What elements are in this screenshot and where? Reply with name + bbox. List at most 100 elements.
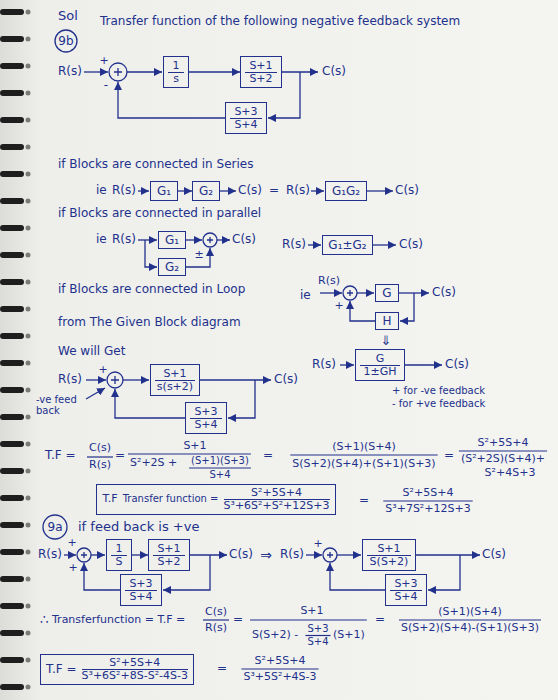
label-text: if Blocks are connected in Loop [58,283,245,297]
fraction-bar [250,619,367,620]
label-text: C(s) [89,442,111,455]
block-text: S+3 [190,406,222,419]
label-text: C(s) [432,286,456,300]
label-text: S(S+2)(S+4)+(S+1)(S+3) [292,458,435,471]
label-text: (S+1)(S+4) [438,606,502,619]
label-text: C(s) [399,238,423,252]
block-text: G₁ [157,184,171,198]
label-text: S²+5S+4 [403,487,454,500]
label-text: S+1 [300,605,323,618]
block-text: G₂ [199,184,213,198]
label-text: We will Get [58,345,125,359]
label-text: if Blocks are connected in parallel [58,207,261,221]
label-text: S+3 [307,623,328,635]
transfer-block: G₁ [150,181,178,201]
fraction-bar [305,635,330,636]
label-text: = [375,613,385,627]
block-text: S+3 [390,578,422,591]
label-text: C(s) [205,606,227,619]
block-text: G₁ [165,233,179,247]
circle-line [55,30,77,52]
label-text: R(s) [312,358,336,372]
label-text: S+4 [209,469,230,481]
fraction-bar [128,453,251,454]
label-text: + [67,537,76,550]
label-text: R(s) [280,548,304,562]
transfer-block: G₁±G₂ [322,235,373,255]
signal-arrow [178,190,192,191]
block-text: S+1 [367,543,411,556]
signal-arrow [189,71,240,72]
block-text: S²+5S+4 [82,657,188,670]
label-text: -ve feed back [36,394,86,417]
label-text: = [217,662,227,676]
transfer-block: S+3S+4 [225,102,267,134]
block-text: S³+6S²+8S-S²-4S-3 [82,670,188,682]
label-text: R(s) [112,233,136,247]
transfer-block: G₁ [158,231,186,249]
label-text: ⇓ [381,334,392,349]
label-text: R(s) [58,373,82,387]
label-text: ∴ [40,613,48,628]
fraction-bar [203,619,229,620]
label-text: = [269,184,279,198]
transfer-block: S+3S+4 [185,402,227,434]
label-text: R(s) [318,275,340,288]
signal-arrow [132,554,148,555]
label-text: C(s) [274,373,298,387]
label-text: S+4 [307,636,328,648]
label-text: + for -ve feedback [392,385,485,397]
label-text: R(s) [38,548,62,562]
label-text: + [98,364,107,377]
label-text: + [68,562,77,575]
label-text: R(s) [205,622,227,635]
label-text: S²+5S+4 [255,655,306,668]
fraction-bar [87,456,113,457]
block-text: G₁±G₂ [328,238,366,252]
block-text: S(S+2) [367,556,411,568]
label-text: Sol [58,9,78,24]
label-text: C(s) [445,358,469,372]
transfer-block: G [375,284,399,302]
label-text: R(s) [89,459,111,472]
block-text: s [168,73,184,85]
block-text: G [360,353,400,366]
label-text: ie [96,184,107,198]
transfer-block: G₂ [192,181,220,201]
label-text: - [104,79,108,93]
label-text: S²+4S+3 [485,467,536,480]
label-text: C(s) [482,548,506,562]
label-text: R(s) [112,184,136,198]
label-text: ie [300,289,311,303]
block-text: S+1 [153,543,185,556]
transfer-block: S+1s(s+2) [150,364,200,396]
fraction-bar [399,619,541,620]
callout-circle: 9b [54,29,78,53]
block-text: S+1 [245,60,277,73]
block-text: T.F = [46,662,77,676]
block-text: 1 [168,60,184,73]
label-text: C(s) [238,184,262,198]
result-box: T.F = S²+5S+4S³+6S²+8S-S²-4S-3 [40,654,194,685]
label-text: S²+5S+4 [478,437,529,450]
block-text: S+4 [190,419,222,431]
label-text: R(s) [58,65,82,79]
label-text: C(s) [229,548,253,562]
label-text: C(s) [395,184,419,198]
block-text: S+2 [153,556,185,568]
label-text: + [313,538,322,551]
block-text: 1±GH [360,366,400,378]
transfer-block: S+3S+4 [120,574,162,606]
block-text: 9a [48,520,63,534]
transfer-block: 1s [163,56,189,88]
transfer-block: S+1S(S+2) [362,539,416,571]
block-text: H [382,314,391,328]
transfer-block: G₁G₂ [325,181,367,201]
label-text: - for +ve feedback [392,398,485,410]
label-text: (S+1) [333,629,365,642]
label-text: = [233,613,243,627]
label-text: from The Given Block diagram [58,316,241,330]
transfer-block: G1±GH [355,349,405,381]
fraction-bar [459,450,547,451]
